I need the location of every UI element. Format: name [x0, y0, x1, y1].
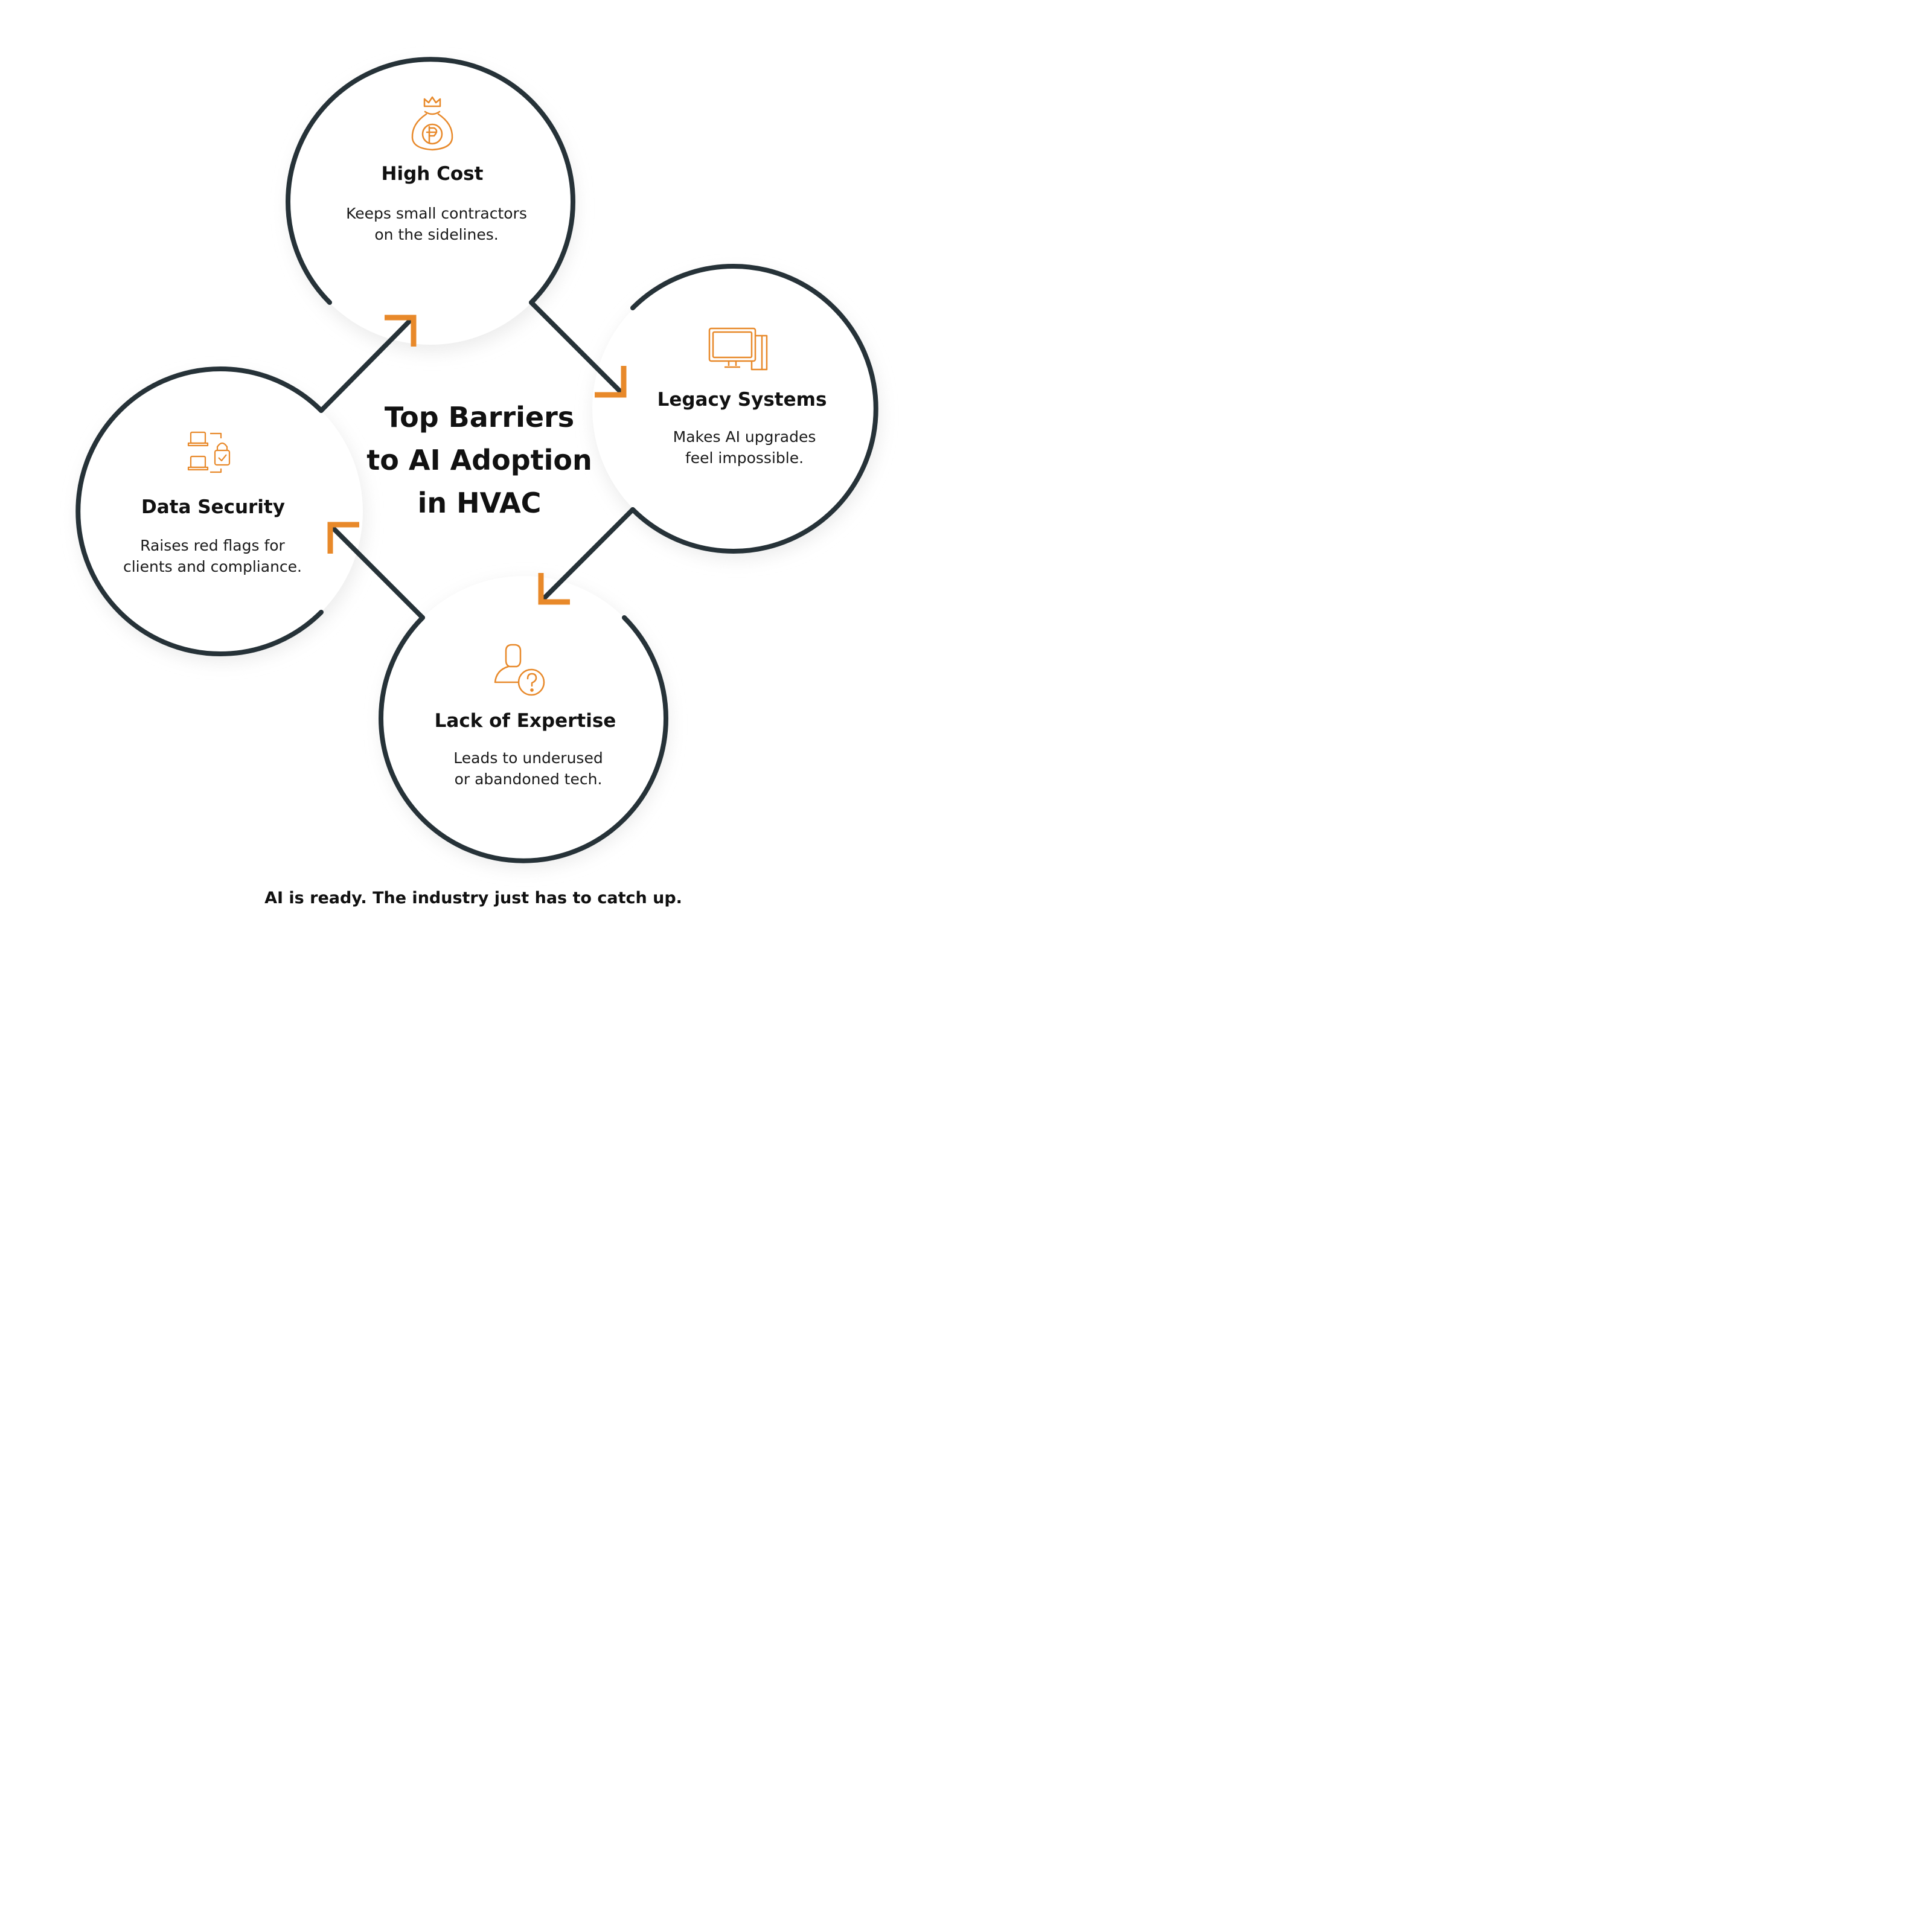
legacy-systems-heading: Legacy Systems — [657, 389, 827, 411]
description-line: or abandoned tech. — [454, 770, 603, 788]
legacy-systems-description: Makes AI upgrades feel impossible. — [646, 426, 843, 469]
arrowhead-to-legacy-systems — [595, 366, 627, 398]
description-line: feel impossible. — [685, 449, 804, 467]
computer-monitor-icon — [708, 327, 768, 371]
lack-of-expertise-circle-arc — [379, 615, 668, 863]
diagram-canvas — [75, 57, 880, 868]
connector-security-to-cost — [319, 316, 415, 413]
data-security-heading: Data Security — [141, 496, 285, 518]
circle-fills — [78, 60, 877, 861]
arrowhead-to-lack-of-expertise — [538, 573, 570, 605]
description-line: Raises red flags for — [140, 537, 285, 554]
data-security-circle-arc — [75, 366, 324, 656]
arrowhead-to-high-cost — [385, 315, 417, 347]
money-bag-icon — [411, 96, 453, 151]
description-line: Leads to underused — [453, 749, 603, 767]
high-cost-description: Keeps small contractors on the sidelines… — [324, 203, 549, 245]
description-line: clients and compliance. — [123, 558, 302, 575]
description-line: on the sidelines. — [374, 226, 499, 243]
devices-lock-icon — [187, 431, 231, 473]
arrowheads — [327, 315, 627, 605]
connector-cost-to-legacy — [529, 300, 624, 395]
diagram-title: Top Barriers to AI Adoption in HVAC — [338, 396, 621, 525]
lack-of-expertise-description: Leads to underused or abandoned tech. — [430, 747, 627, 790]
person-question-icon — [494, 644, 545, 696]
footer-tagline: AI is ready. The industry just has to ca… — [264, 889, 682, 907]
title-line: in HVAC — [417, 487, 542, 519]
description-line: Keeps small contractors — [346, 205, 527, 222]
connector-expertise-to-security — [328, 523, 425, 620]
arrowhead-to-data-security — [327, 522, 359, 554]
diagram-outline — [75, 57, 878, 863]
lack-of-expertise-heading: Lack of Expertise — [434, 710, 616, 732]
data-security-description: Raises red flags for clients and complia… — [99, 535, 326, 577]
legacy-systems-circle-arc — [630, 264, 878, 554]
high-cost-heading: High Cost — [381, 163, 484, 185]
description-line: Makes AI upgrades — [673, 428, 816, 446]
high-cost-circle-arc — [286, 57, 575, 305]
connector-legacy-to-expertise — [540, 507, 635, 602]
title-line: Top Barriers — [384, 401, 575, 433]
title-line: to AI Adoption — [366, 444, 592, 476]
